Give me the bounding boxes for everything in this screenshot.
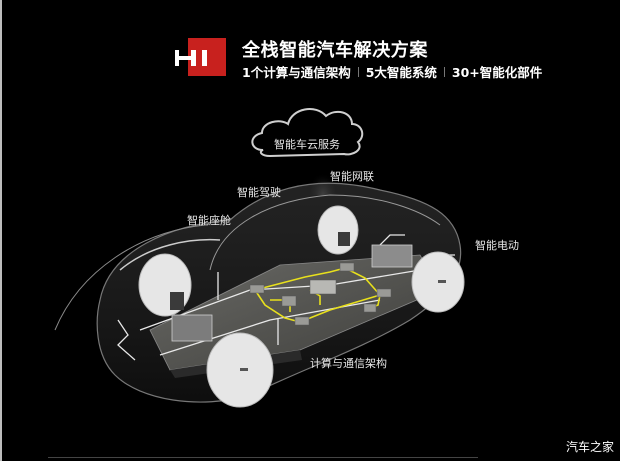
subtitle-item-systems: 5大智能系统: [365, 65, 437, 80]
label-smart-cockpit: 智能座舱: [187, 214, 231, 227]
bottom-divider: [48, 457, 478, 458]
label-autonomous-driving: 智能驾驶: [237, 186, 281, 199]
ecu-module: [339, 262, 355, 272]
left-edge-line: [0, 0, 2, 461]
wheel-rear-right: [317, 205, 359, 255]
central-compute-module: [309, 279, 337, 295]
label-electric: 智能电动: [475, 239, 519, 252]
hi-logo: [172, 38, 226, 76]
electric-drive-unit: [371, 244, 413, 268]
label-cloud-service: 智能车云服务: [274, 138, 340, 151]
label-architecture: 计算与通信架构: [310, 357, 387, 370]
subtitle: 1个计算与通信架构 5大智能系统 30+智能化部件: [242, 62, 542, 81]
label-connectivity: 智能网联: [330, 170, 374, 183]
ecu-module: [294, 316, 310, 326]
electric-drive-unit: [171, 314, 213, 342]
watermark: 汽车之家: [565, 440, 614, 454]
page-title: 全栈智能汽车解决方案: [242, 40, 428, 61]
ecu-module: [363, 303, 377, 313]
ecu-module: [281, 295, 297, 307]
ecu-module: [376, 288, 392, 298]
ecu-module: [249, 284, 265, 294]
subtitle-item-architecture: 1个计算与通信架构: [242, 65, 351, 80]
subtitle-divider: [443, 66, 445, 77]
subtitle-item-components: 30+智能化部件: [451, 65, 543, 80]
subtitle-divider: [357, 66, 359, 77]
